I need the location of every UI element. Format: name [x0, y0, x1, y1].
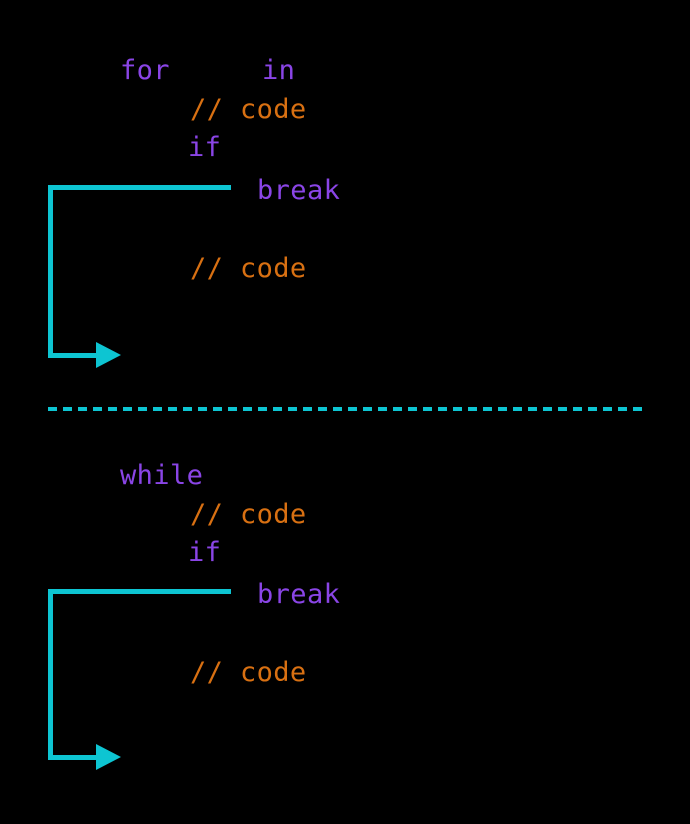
arrow-bottom-segment [48, 353, 96, 358]
break-keyword: break [257, 175, 341, 206]
arrow-bottom-segment [48, 755, 96, 760]
code-comment: // code [190, 94, 307, 125]
in-keyword: in [262, 55, 296, 86]
break-keyword: break [257, 579, 341, 610]
arrowhead-icon [96, 744, 121, 770]
code-comment: // code [190, 499, 307, 530]
for-keyword: for [120, 55, 170, 86]
arrow-top-segment [48, 185, 231, 190]
code-comment: // code [190, 657, 307, 688]
arrow-vertical-segment [48, 589, 53, 760]
section-divider [48, 407, 644, 411]
if-keyword: if [188, 537, 222, 568]
code-comment: // code [190, 253, 307, 284]
arrow-top-segment [48, 589, 231, 594]
arrow-vertical-segment [48, 185, 53, 358]
if-keyword: if [188, 132, 222, 163]
arrowhead-icon [96, 342, 121, 368]
while-keyword: while [120, 460, 204, 491]
